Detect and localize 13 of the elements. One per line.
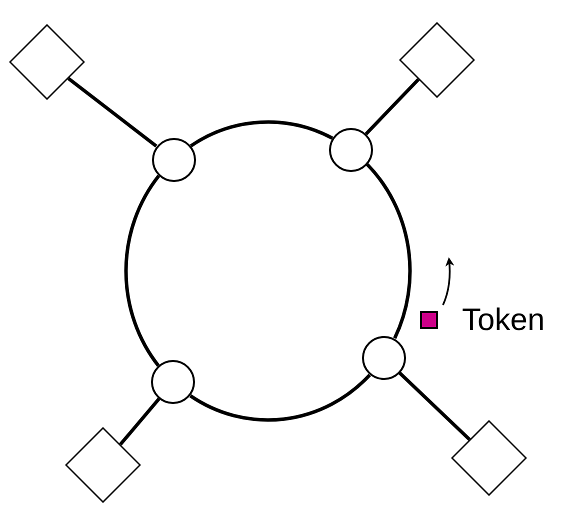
link-line [398,372,471,441]
ring-arc [190,120,334,148]
station-circle [328,128,373,172]
link-line [67,77,158,148]
token-label: Token [462,304,545,335]
station-circle [151,360,196,404]
link-line [119,398,160,446]
ring-arc [124,174,160,367]
ring-arc [189,374,371,422]
ring-arc [366,163,412,339]
station-circle [152,138,196,182]
station-circle [362,336,406,380]
link-line [364,78,420,136]
